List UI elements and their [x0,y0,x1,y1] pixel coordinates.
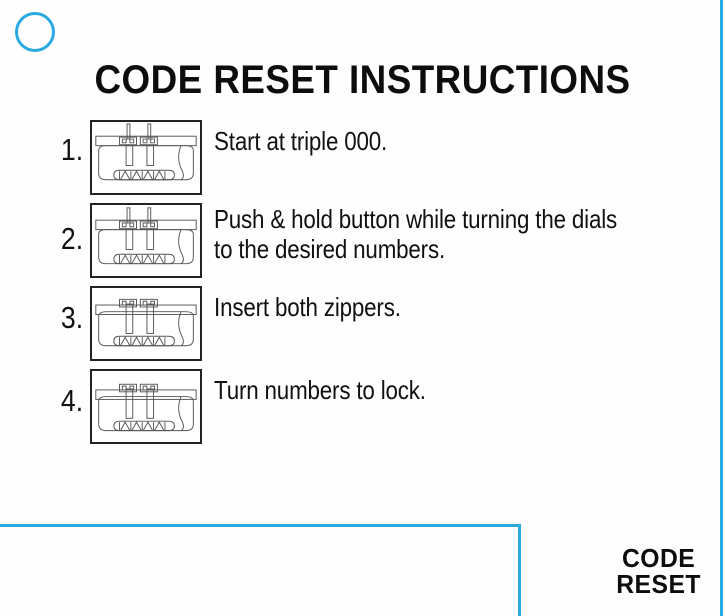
list-item: 4. [46,367,686,444]
step-text: Start at triple 000. [214,126,388,156]
step-number: 1. [60,132,84,167]
step-text: Turn numbers to lock. [214,375,426,405]
lock-illustration-step-4 [90,369,202,444]
step-number: 4. [60,383,84,418]
cyan-corner-vertical-rule [518,524,521,616]
brand-wordmark-line2: RESET [616,569,701,600]
cyan-corner-horizontal-rule [0,524,521,527]
cyan-circle-decoration [15,12,55,52]
step-text: Push & hold button while turning the dia… [214,204,618,264]
brand-wordmark: CODE RESET [616,545,701,598]
lock-illustration-step-1 [90,120,202,195]
list-item: 1. [46,118,686,195]
step-text: Insert both zippers. [214,292,401,322]
list-item: 2. [46,201,686,278]
lock-illustration-step-2 [90,203,202,278]
cyan-vertical-rule-decoration [720,0,723,616]
brand-wordmark-line1: CODE [621,542,696,573]
list-item: 3. [46,284,686,361]
steps-list: 1. [46,118,686,448]
step-number: 3. [60,300,84,335]
lock-illustration-step-3 [90,286,202,361]
page-title: CODE RESET INSTRUCTIONS [94,58,631,102]
step-number: 2. [60,221,84,256]
